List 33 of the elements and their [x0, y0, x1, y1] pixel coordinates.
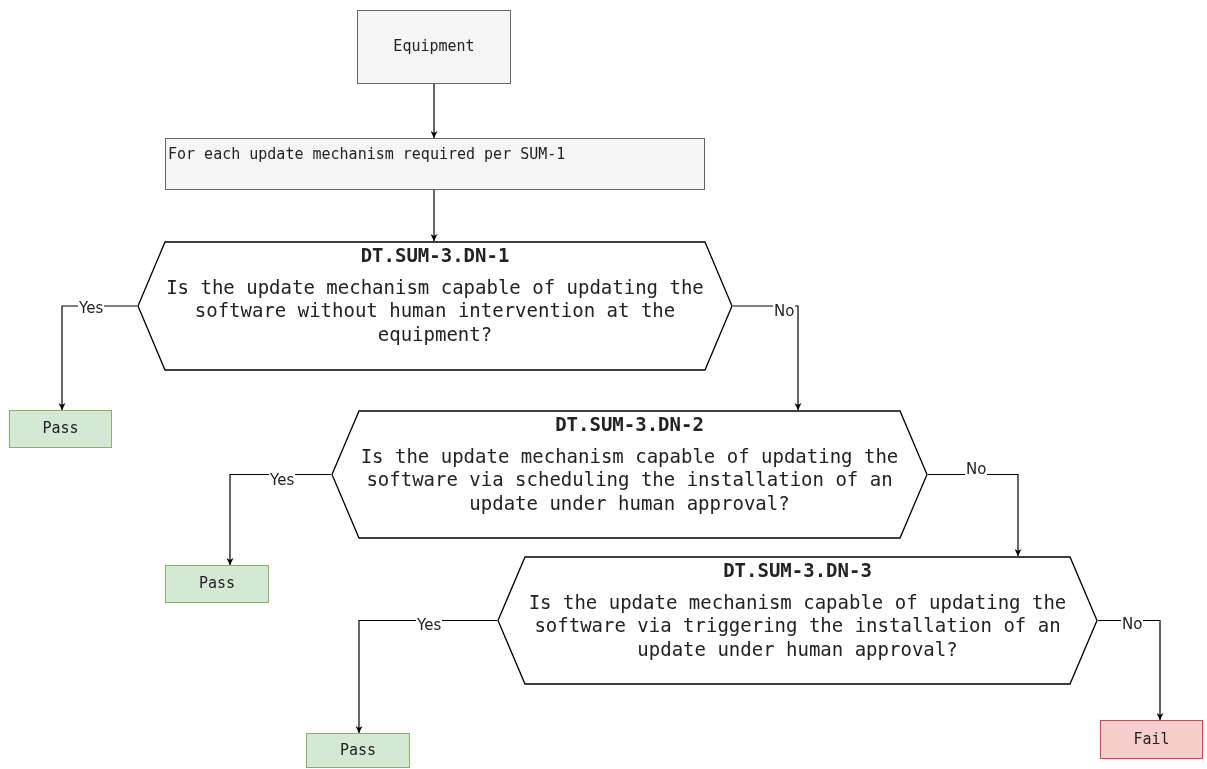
- arrow: [732, 305, 802, 411]
- arrow: [927, 473, 1022, 557]
- arrow: [1097, 619, 1164, 721]
- edge-label: Yes: [78, 301, 105, 316]
- decision-question: Is the update mechanism capable of updating the software without human intervention at the equipment?: [165, 275, 705, 347]
- result-box: [9, 410, 112, 448]
- edge-label: No: [965, 462, 988, 477]
- edge-label: No: [1121, 617, 1144, 632]
- decision-id: DT.SUM-3.DN-1: [360, 243, 510, 268]
- box-label: Fail: [1133, 729, 1170, 750]
- decision-question: Is the update mechanism capable of updating the software via scheduling the installation of an update under human approval?: [359, 444, 900, 516]
- decision-question: Is the update mechanism capable of updating the software via triggering the installation of an update under human approval?: [527, 590, 1068, 662]
- decision-hexagon: [497, 556, 1098, 685]
- edge-label: No: [773, 304, 796, 319]
- box-label: Pass: [42, 419, 79, 439]
- edge-label: Yes: [269, 473, 296, 488]
- result-box: [165, 565, 269, 603]
- box-label: Pass: [339, 740, 377, 761]
- box-label: For each update mechanism required per SUM-1: [168, 145, 566, 165]
- arrow: [430, 189, 438, 242]
- process-box: [165, 138, 705, 190]
- arrow: [430, 83, 438, 139]
- decision-hexagon: [137, 241, 733, 371]
- arrow: [355, 619, 498, 734]
- edge-label: Yes: [416, 618, 443, 633]
- decision-hexagon: [331, 410, 928, 539]
- box-label: Pass: [198, 574, 236, 594]
- result-box: [306, 733, 410, 768]
- box-label: Equipment: [393, 37, 475, 57]
- result-box: [1100, 720, 1203, 759]
- decision-id: DT.SUM-3.DN-3: [723, 558, 872, 583]
- decision-id: DT.SUM-3.DN-2: [555, 412, 704, 437]
- process-box: [357, 10, 511, 84]
